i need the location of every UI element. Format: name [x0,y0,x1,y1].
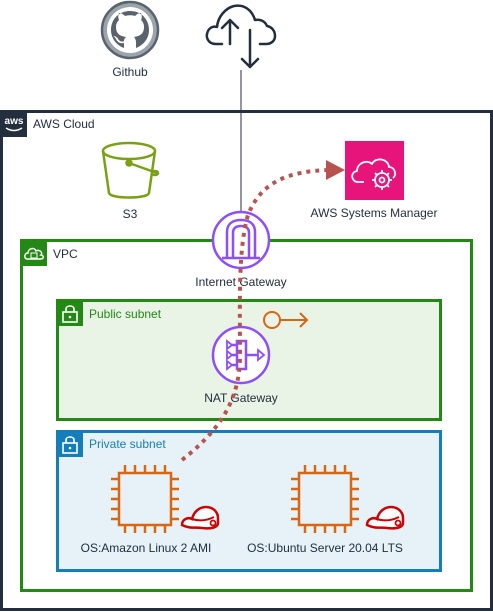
svg-text:aws: aws [5,116,24,127]
nat-gateway-label: NAT Gateway [204,391,278,405]
github-node: Github [100,0,160,79]
vpc-label: VPC [53,247,78,261]
elastic-ip-icon [263,311,309,329]
instance-label: OS:Ubuntu Server 20.04 LTS [247,541,403,555]
systems-manager-node: AWS Systems Manager [311,141,438,220]
ec2-instance-amazon-linux: OS:Amazon Linux 2 AMI [81,463,220,555]
nat-gateway-node: NAT Gateway [204,325,278,405]
vpc-cloud-icon [21,240,47,266]
systems-manager-icon [345,141,404,200]
lock-icon [57,300,83,326]
aws-cloud-container: aws AWS Cloud [0,110,493,611]
s3-node: S3 [101,141,160,221]
internet-gateway-icon [211,210,271,270]
private-subnet-label: Private subnet [89,437,166,451]
github-label: Github [112,65,148,79]
public-subnet-label: Public subnet [89,307,162,321]
public-subnet-container: Public subnet [56,299,442,421]
aws-cloud-label: AWS Cloud [33,117,95,131]
private-subnet-container: Private subnet [56,430,442,572]
ec2-instance-ubuntu: OS:Ubuntu Server 20.04 LTS [247,463,405,555]
instance-label: OS:Amazon Linux 2 AMI [81,541,212,555]
systems-manager-label: AWS Systems Manager [311,206,438,220]
internet-gateway-node: Internet Gateway [195,210,287,289]
internet-gateway-label: Internet Gateway [195,275,286,289]
s3-label: S3 [123,207,138,221]
ssm-connection-arrow [180,160,345,462]
lock-icon [57,431,83,457]
github-icon [100,0,160,60]
aws-logo-icon: aws [1,111,27,137]
nat-gateway-icon [211,325,271,385]
cloud-upload-icon [205,4,277,69]
s3-bucket-icon [101,141,160,199]
